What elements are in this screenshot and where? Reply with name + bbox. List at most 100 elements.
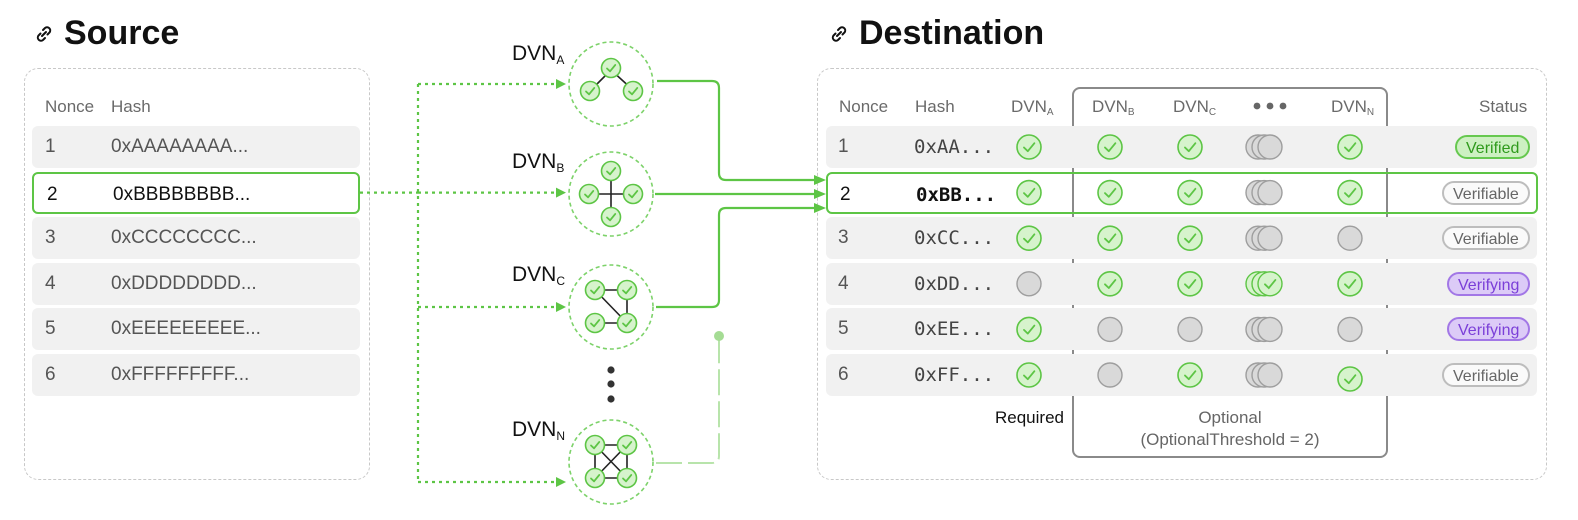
check-icon (1097, 270, 1123, 297)
optional-caption: Optional (1198, 408, 1262, 427)
dvn-c-label: DVNC (512, 263, 566, 288)
pending-icon (1016, 271, 1042, 297)
check-icon (1337, 134, 1363, 160)
pending-icon (1177, 316, 1203, 343)
check-icon (584, 279, 606, 301)
source-row-nonce: 5 (45, 318, 56, 340)
ellipsis-dot (607, 395, 615, 403)
status-badge: Verifiable (1442, 180, 1530, 205)
check-icon (616, 279, 638, 301)
destination-row-hash: 0xBB... (916, 183, 997, 206)
source-row-nonce: 4 (45, 272, 56, 294)
status-badge: Verifying (1447, 317, 1531, 342)
pending-icon (1337, 316, 1363, 343)
destination-row-hash: 0xAA... (914, 136, 995, 158)
check-icon (1097, 134, 1123, 160)
destination-row[interactable]: 2 0xBB... (826, 171, 1538, 214)
dest-header-hash: Hash (915, 97, 955, 116)
source-title-text: Source (64, 14, 180, 52)
dvn-node (568, 264, 654, 350)
check-icon (600, 206, 622, 228)
check-icon (1337, 366, 1363, 392)
dvn-n-label: DVNN (512, 418, 566, 443)
arrow-head (556, 477, 566, 487)
source-title: Source (32, 14, 179, 53)
check-icon (616, 467, 638, 489)
pending-icon (1097, 316, 1123, 343)
status-badge: Verifying (1447, 271, 1531, 296)
destination-title: Destination (827, 14, 1044, 53)
source-row-hash: 0xCCCCCCCC... (111, 227, 257, 249)
dest-header-dvn-a: DVNA (1011, 97, 1054, 118)
ellipsis-dot (607, 380, 615, 388)
check-icon (1016, 225, 1042, 251)
link-icon (36, 25, 52, 42)
source-row[interactable]: 2 0xBBBBBBBB... (32, 171, 360, 214)
check-icon (616, 312, 638, 334)
check-icon (584, 434, 606, 456)
stacked-dvn-icon (1245, 225, 1283, 251)
dvn-node (568, 151, 654, 237)
arrow-head (556, 302, 566, 312)
stacked-dvn-icon (1245, 271, 1283, 297)
source-row-nonce: 2 (47, 183, 58, 205)
check-icon (1016, 316, 1042, 343)
dvn-a-label: DVNA (512, 42, 565, 67)
destination-row-nonce: 1 (838, 136, 849, 157)
destination-row-hash: 0xFF... (914, 364, 995, 386)
pending-endpoint (714, 331, 724, 341)
destination-row-nonce: 5 (838, 318, 849, 340)
source-panel (24, 68, 370, 480)
check-icon (1337, 179, 1363, 206)
check-icon (1337, 270, 1363, 297)
check-icon (579, 80, 601, 102)
source-row-hash: 0xAAAAAAAA... (111, 136, 249, 157)
check-icon (1177, 270, 1203, 297)
status-badge: Verified (1455, 135, 1531, 159)
dest-header-dvn-n: DVNN (1331, 97, 1375, 118)
stacked-dvn-icon (1245, 179, 1283, 206)
dvn-c-output (656, 206, 818, 309)
dest-header-dvn-b: DVNB (1092, 97, 1135, 118)
stacked-dvn-icon (1245, 134, 1283, 160)
arrow-head (556, 79, 566, 89)
check-icon (600, 160, 622, 182)
dvn-n-pending-output (656, 337, 720, 464)
source-row[interactable]: 5 0xEEEEEEEEE... (32, 308, 360, 351)
check-icon (616, 434, 638, 456)
dvn-node (568, 419, 654, 505)
arrow-head (814, 189, 826, 199)
destination-row-nonce: 3 (838, 227, 849, 249)
arrow-head (556, 187, 566, 198)
check-icon (1097, 179, 1123, 206)
optional-threshold-caption: (OptionalThreshold = 2) (1140, 430, 1320, 449)
link-icon (831, 25, 847, 42)
source-row-hash: 0xBBBBBBBB... (113, 183, 251, 205)
check-icon (578, 183, 600, 205)
destination-row-nonce: 2 (840, 183, 851, 205)
dvn-b-label: DVNB (512, 150, 565, 175)
dvn-node (568, 41, 654, 127)
check-icon (1016, 362, 1042, 388)
arrow-head (814, 175, 826, 185)
dest-header-dvn-c: DVNC (1173, 97, 1217, 118)
pending-icon (1337, 225, 1363, 251)
destination-row-nonce: 6 (838, 364, 849, 385)
check-icon (1016, 134, 1042, 160)
destination-row-hash: 0xDD... (914, 272, 995, 295)
dvn-a-output (657, 79, 818, 182)
stacked-dvn-icon (1245, 316, 1283, 343)
check-icon (1016, 179, 1042, 206)
check-icon (584, 312, 606, 334)
source-row-hash: 0xEEEEEEEEE... (111, 318, 261, 340)
destination-row-hash: 0xCC... (914, 227, 995, 250)
destination-panel (817, 68, 1547, 480)
destination-row-hash: 0xEE... (914, 318, 995, 341)
destination-row-nonce: 4 (838, 272, 849, 294)
